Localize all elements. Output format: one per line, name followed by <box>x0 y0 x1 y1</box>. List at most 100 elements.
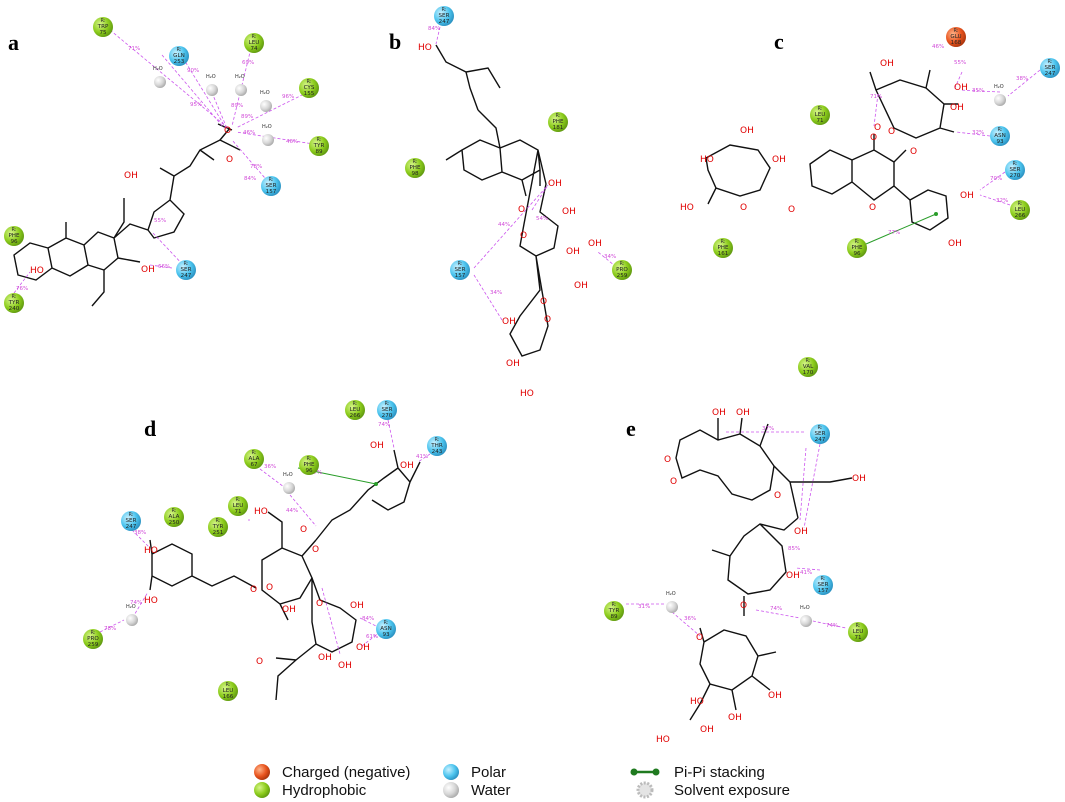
solvent-exposure-swatch-icon <box>636 781 654 799</box>
percent-label: 84% <box>362 616 374 622</box>
hbond-line <box>473 184 549 269</box>
percent-label: 55% <box>954 60 966 66</box>
hbond-line <box>235 89 313 129</box>
svg-text:181: 181 <box>553 125 564 131</box>
svg-text:PHE: PHE <box>8 233 20 239</box>
svg-text:H₂O: H₂O <box>800 605 810 611</box>
atom-label: OH <box>700 725 714 735</box>
atom-label: OH <box>124 171 138 181</box>
atom-label: O <box>869 203 876 213</box>
pipi-center <box>374 482 378 486</box>
svg-text:R:: R: <box>90 630 95 636</box>
svg-text:R:: R: <box>611 602 616 608</box>
atom-label: O <box>300 525 307 535</box>
atom-label: OH <box>141 265 155 275</box>
svg-text:GLU: GLU <box>950 34 961 40</box>
atom-label: O <box>518 205 525 215</box>
svg-text:TRP: TRP <box>97 24 109 30</box>
svg-text:SER: SER <box>1045 65 1056 71</box>
svg-text:GLN: GLN <box>173 53 185 59</box>
percent-label: 84% <box>428 26 440 32</box>
hbond-line <box>182 57 227 129</box>
svg-text:R:: R: <box>268 177 273 183</box>
atom-label: OH <box>772 155 786 165</box>
atom-label: HO <box>520 389 534 399</box>
hbond-line <box>959 89 1001 93</box>
percent-label: 35% <box>972 88 984 94</box>
svg-text:CYS: CYS <box>304 85 315 91</box>
svg-text:PHE: PHE <box>851 245 863 251</box>
atom-label: OH <box>950 103 964 113</box>
legend-hydrophobic: Hydrophobic <box>254 782 367 799</box>
hbond-line <box>799 447 807 521</box>
svg-text:ALA: ALA <box>249 456 260 462</box>
svg-text:93: 93 <box>382 632 390 638</box>
atom-label: OH <box>338 661 352 671</box>
svg-text:SER: SER <box>181 267 192 273</box>
legend-label: Solvent exposure <box>674 782 790 799</box>
svg-text:96: 96 <box>10 239 18 245</box>
svg-text:R:: R: <box>412 159 417 165</box>
water-molecule: H₂O <box>994 84 1006 106</box>
svg-text:270: 270 <box>382 413 393 419</box>
charged-swatch-icon <box>254 764 270 780</box>
svg-text:247: 247 <box>181 273 192 279</box>
atom-label: OH <box>370 441 384 451</box>
percent-label: 54% <box>536 216 548 222</box>
atom-label: HO <box>700 155 714 165</box>
svg-text:96: 96 <box>853 251 861 257</box>
svg-text:R:: R: <box>457 261 462 267</box>
svg-text:253: 253 <box>174 59 185 65</box>
water-molecule: H₂O <box>283 472 295 494</box>
svg-text:R:: R: <box>352 401 357 407</box>
svg-text:R:: R: <box>306 79 311 85</box>
svg-text:SER: SER <box>126 518 137 524</box>
svg-text:H₂O: H₂O <box>260 90 270 96</box>
hbond-line <box>671 611 701 637</box>
svg-text:243: 243 <box>432 449 443 455</box>
svg-text:SER: SER <box>1010 167 1021 173</box>
svg-text:247: 247 <box>1045 71 1056 77</box>
percent-label: 66% <box>158 264 170 270</box>
atom-label: O <box>256 657 263 667</box>
svg-text:PHE: PHE <box>717 245 729 251</box>
percent-label: 85% <box>788 546 800 552</box>
svg-text:PHE: PHE <box>409 165 421 171</box>
hbond-line <box>289 494 317 527</box>
svg-text:R:: R: <box>306 456 311 462</box>
percent-label: 46% <box>243 130 255 136</box>
percent-label: 89% <box>231 103 243 109</box>
svg-text:247: 247 <box>126 524 137 530</box>
atom-label: O <box>266 583 273 593</box>
svg-text:R:: R: <box>383 620 388 626</box>
legend-label: Charged (negative) <box>282 764 410 781</box>
percent-label: 46% <box>932 44 944 50</box>
atom-label: OH <box>880 59 894 69</box>
svg-text:SER: SER <box>455 267 466 273</box>
atom-label: HO <box>656 735 670 745</box>
percent-label: 70% <box>990 176 1002 182</box>
svg-text:SER: SER <box>382 407 393 413</box>
svg-text:157: 157 <box>818 588 829 594</box>
panel-label-c: c <box>774 29 784 54</box>
svg-text:R:: R: <box>225 682 230 688</box>
svg-text:247: 247 <box>815 437 826 443</box>
hbond-line <box>321 587 341 655</box>
svg-text:89: 89 <box>610 614 618 620</box>
svg-text:259: 259 <box>617 273 628 279</box>
svg-text:R:: R: <box>183 261 188 267</box>
svg-text:71: 71 <box>816 118 824 124</box>
svg-text:R:: R: <box>820 576 825 582</box>
atom-label: O <box>774 491 781 501</box>
atom-label: OH <box>948 239 962 249</box>
svg-text:R:: R: <box>128 512 133 518</box>
svg-text:R:: R: <box>384 401 389 407</box>
